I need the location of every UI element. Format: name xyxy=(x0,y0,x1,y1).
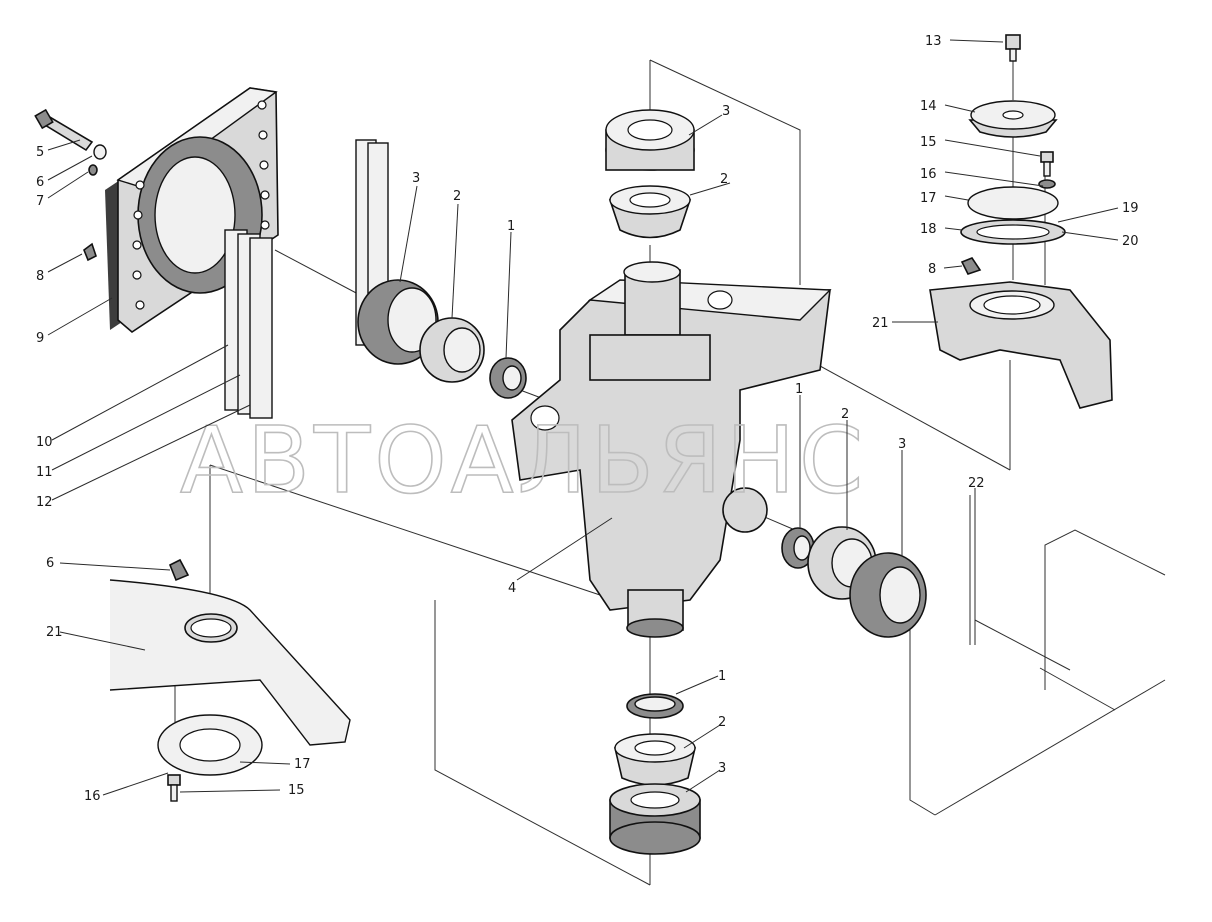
seal-ring-right xyxy=(781,527,815,569)
callout-2-left: 2 xyxy=(453,189,461,204)
callout-6-upper: 6 xyxy=(36,175,44,190)
callout-8-left: 8 xyxy=(36,269,44,284)
steering-knuckle xyxy=(511,261,832,638)
callout-19: 19 xyxy=(1122,201,1139,216)
callout-22: 22 xyxy=(968,476,985,491)
callout-16-bottom: 16 xyxy=(84,789,101,804)
leader-lines xyxy=(47,39,1119,796)
callout-4: 4 xyxy=(508,581,516,596)
callout-15-bottom: 15 xyxy=(288,783,305,798)
bearing-cup-top xyxy=(605,109,695,171)
watermark-text: АВТОАЛЬЯНС xyxy=(180,407,867,514)
callout-2-right: 2 xyxy=(841,407,849,422)
callout-18: 18 xyxy=(920,222,937,237)
callout-17-top: 17 xyxy=(920,191,937,206)
bolt-and-washers-left xyxy=(34,108,107,262)
callout-3-bottom: 3 xyxy=(718,761,726,776)
callout-16-top: 16 xyxy=(920,167,937,182)
steering-arm-right xyxy=(929,281,1113,409)
callout-15-top: 15 xyxy=(920,135,937,150)
callout-1-left: 1 xyxy=(507,219,515,234)
callout-2-top: 2 xyxy=(720,172,728,187)
callout-17-bottom: 17 xyxy=(294,757,311,772)
callout-6-lower: 6 xyxy=(46,556,54,571)
axle-housing-outline xyxy=(934,529,1166,816)
callout-12: 12 xyxy=(36,495,53,510)
seal-ring-bottom xyxy=(626,693,684,719)
callout-13: 13 xyxy=(925,34,942,49)
top-right-cover-assembly xyxy=(960,34,1066,275)
callout-7: 7 xyxy=(36,194,44,209)
callout-14: 14 xyxy=(920,99,937,114)
callout-11: 11 xyxy=(36,465,53,480)
callout-labels: 5 6 7 8 9 10 11 12 3 2 1 3 2 4 1 2 3 1 2… xyxy=(36,34,1139,804)
callout-21-left: 21 xyxy=(46,625,63,640)
shim-set-front xyxy=(224,229,273,419)
callout-20: 20 xyxy=(1122,234,1139,249)
callout-3-left: 3 xyxy=(412,171,420,186)
callout-8-right: 8 xyxy=(928,262,936,277)
bearing-cup-bottom xyxy=(609,783,701,855)
callout-1-bottom: 1 xyxy=(718,669,726,684)
callout-10: 10 xyxy=(36,435,53,450)
callout-1-right: 1 xyxy=(795,382,803,397)
callout-5: 5 xyxy=(36,145,44,160)
bearing-cone-left xyxy=(419,317,485,383)
callout-21-right: 21 xyxy=(872,316,889,331)
cover-plate-left xyxy=(157,558,263,802)
callout-2-bottom: 2 xyxy=(718,715,726,730)
seal-ring-left xyxy=(489,357,527,399)
callout-9: 9 xyxy=(36,331,44,346)
callout-3-top: 3 xyxy=(722,104,730,119)
bearing-cup-right xyxy=(849,552,927,638)
bearing-cone-top xyxy=(608,185,692,239)
callout-3-right: 3 xyxy=(898,437,906,452)
steering-arm-left xyxy=(109,579,351,746)
bearing-cone-bottom xyxy=(613,733,697,786)
